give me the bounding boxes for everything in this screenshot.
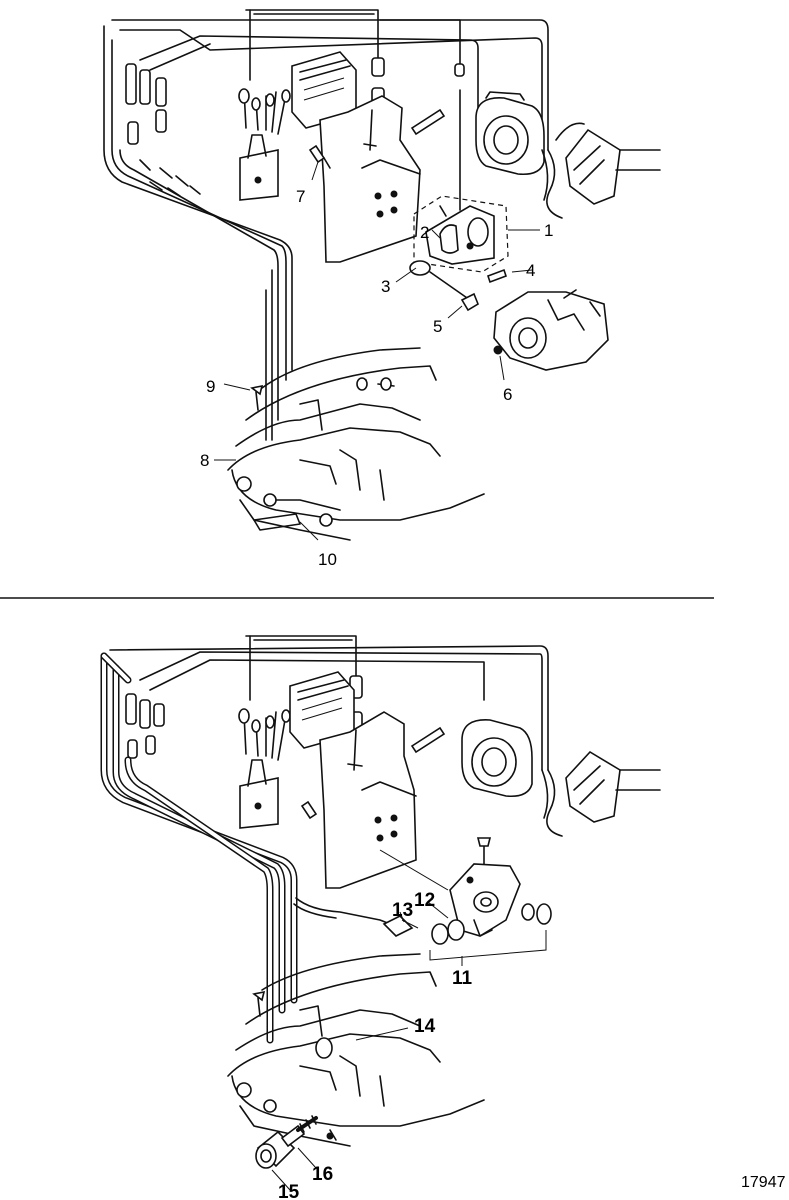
lower-screw: [300, 800, 318, 820]
figure-number: 17947: [741, 1174, 786, 1191]
upper-mount-plate: [319, 95, 421, 263]
callout-15: 15: [278, 1182, 300, 1200]
upper-callout-leaders: [214, 161, 540, 541]
upper-terminal-block: [238, 88, 291, 201]
upper-carburetor: [493, 289, 609, 371]
upper-solenoid: [425, 205, 495, 265]
callout-9: 9: [206, 377, 215, 396]
callout-10: 10: [318, 550, 337, 569]
lower-starter: [461, 719, 533, 798]
callout-7: 7: [296, 187, 305, 206]
callout-3: 3: [381, 277, 390, 296]
lower-bracket-12: [449, 837, 521, 937]
callout-4: 4: [526, 261, 535, 280]
lower-wire-harness: [100, 635, 549, 1044]
upper-screw-9: [250, 384, 264, 396]
callout-5: 5: [433, 317, 442, 336]
lower-sensor-13: [382, 915, 419, 937]
upper-screw-4: [486, 268, 508, 284]
callout-11: 11: [452, 968, 473, 989]
callout-16: 16: [312, 1164, 333, 1185]
callout-12: 12: [414, 890, 435, 911]
lower-washers-11: [429, 903, 552, 966]
lower-terminal-block: [238, 708, 291, 829]
lower-mount-plate: [319, 711, 449, 891]
lower-sender-15-16: [255, 1115, 318, 1169]
upper-pin: [410, 108, 446, 136]
lower-callout-leaders: [271, 901, 449, 1191]
lower-engine-deck: [227, 953, 485, 1147]
lower-right-cable: [541, 750, 661, 837]
upper-screw-7: [308, 144, 331, 169]
callout-13: 13: [392, 900, 413, 921]
upper-right-cable: [541, 122, 661, 219]
callout-1: 1: [544, 221, 553, 240]
lower-switch-box: [289, 671, 355, 749]
upper-view: 1 2 3 4 5 6 7 8 9 10: [103, 9, 661, 569]
upper-fitting-5: [460, 292, 479, 312]
upper-starter: [475, 91, 545, 176]
callout-8: 8: [200, 451, 209, 470]
upper-wire-harness: [103, 9, 549, 441]
upper-grommet-3: [409, 260, 431, 276]
callout-2: 2: [420, 223, 429, 242]
lower-view: 11 12 13 14 15 16: [100, 635, 661, 1200]
upper-engine-deck: [227, 347, 485, 541]
lower-pin: [410, 726, 446, 754]
callout-6: 6: [503, 385, 512, 404]
callout-14: 14: [414, 1016, 436, 1037]
